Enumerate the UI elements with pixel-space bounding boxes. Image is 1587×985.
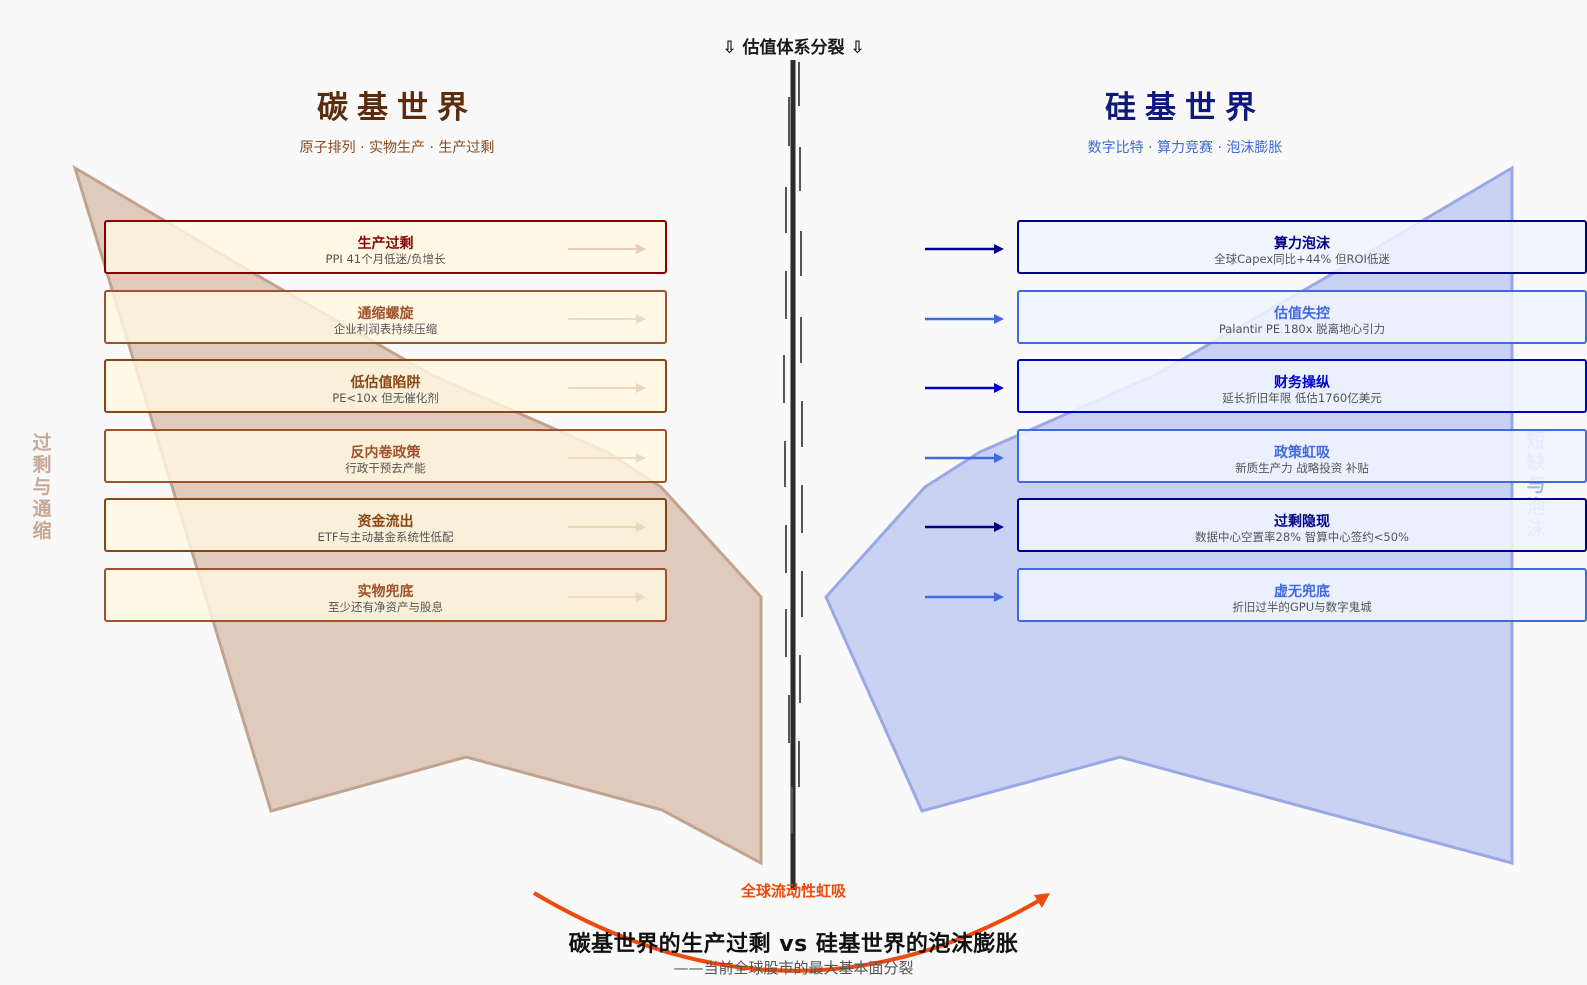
silicon-world-subtitle: 数字比特 · 算力竞赛 · 泡沫膨胀 xyxy=(1087,140,1283,156)
card-desc: 延长折旧年限 低估1760亿美元 xyxy=(1222,391,1382,405)
card-title: 政策虹吸 xyxy=(1274,445,1330,461)
card-title: 生产过剩 xyxy=(357,236,414,252)
carbon-side-label: 过剩与通缩 xyxy=(32,432,52,542)
carbon-card: 资金流出 ETF与主动基金系统性低配 xyxy=(104,498,667,552)
divider-label: ⇩ 估值体系分裂 ⇩ xyxy=(722,38,865,58)
card-title: 资金流出 xyxy=(357,514,414,530)
card-title: 过剩隐现 xyxy=(1274,514,1330,530)
arrow xyxy=(925,244,1004,254)
card-title: 虚无兜底 xyxy=(1274,584,1330,600)
main-subtitle: ——当前全球股市的最大基本面分裂 xyxy=(673,959,914,977)
card-desc: PE<10x 但无催化剂 xyxy=(332,391,439,405)
silicon-card: 政策虹吸 新质生产力 战略投资 补贴 xyxy=(1017,429,1587,483)
card-desc: 企业利润表持续压缩 xyxy=(333,322,438,336)
card-desc: 行政干预去产能 xyxy=(345,461,426,475)
card-desc: 新质生产力 战略投资 补贴 xyxy=(1235,461,1369,475)
main-title: 碳基世界的生产过剩 vs 硅基世界的泡沫膨胀 xyxy=(568,932,1019,957)
carbon-card: 生产过剩 PPI 41个月低迷/负增长 xyxy=(104,220,667,274)
card-desc: PPI 41个月低迷/负增长 xyxy=(325,252,446,266)
card-desc: Palantir PE 180x 脱离地心引力 xyxy=(1218,322,1386,336)
card-desc: 至少还有净资产与股息 xyxy=(328,600,443,614)
liquidity-flow-label: 全球流动性虹吸 xyxy=(740,882,846,900)
card-title: 估值失控 xyxy=(1274,306,1330,322)
carbon-card: 实物兜底 至少还有净资产与股息 xyxy=(104,568,667,622)
card-desc: 全球Capex同比+44% 但ROI低迷 xyxy=(1214,252,1390,266)
right-arrows xyxy=(925,244,1004,602)
card-desc: 折旧过半的GPU与数字鬼城 xyxy=(1232,600,1372,614)
silicon-card: 财务操纵 延长折旧年限 低估1760亿美元 xyxy=(1017,359,1587,413)
card-title: 通缩螺旋 xyxy=(357,306,414,322)
arrow xyxy=(925,453,1004,463)
carbon-card: 通缩螺旋 企业利润表持续压缩 xyxy=(104,290,667,344)
silicon-card: 虚无兜底 折旧过半的GPU与数字鬼城 xyxy=(1017,568,1587,622)
carbon-card: 反内卷政策 行政干预去产能 xyxy=(104,429,667,483)
liquidity-flow-arrow xyxy=(532,891,1050,973)
silicon-world-title: 硅基世界 xyxy=(1105,90,1265,126)
silicon-card: 算力泡沫 全球Capex同比+44% 但ROI低迷 xyxy=(1017,220,1587,274)
silicon-card: 过剩隐现 数据中心空置率28% 智算中心签约<50% xyxy=(1017,498,1587,552)
carbon-world-subtitle: 原子排列 · 实物生产 · 生产过剩 xyxy=(299,140,495,156)
arrow xyxy=(925,522,1004,532)
card-desc: ETF与主动基金系统性低配 xyxy=(317,530,454,544)
silicon-card: 估值失控 Palantir PE 180x 脱离地心引力 xyxy=(1017,290,1587,344)
arrow xyxy=(925,314,1004,324)
center-divider xyxy=(783,60,803,890)
arrow xyxy=(925,383,1004,393)
card-desc: 数据中心空置率28% 智算中心签约<50% xyxy=(1195,530,1409,544)
arrow xyxy=(925,592,1004,602)
carbon-world-title: 碳基世界 xyxy=(317,90,477,126)
card-title: 实物兜底 xyxy=(357,584,414,600)
card-title: 财务操纵 xyxy=(1274,375,1330,391)
card-title: 低估值陷阱 xyxy=(350,375,421,391)
carbon-card: 低估值陷阱 PE<10x 但无催化剂 xyxy=(104,359,667,413)
card-title: 算力泡沫 xyxy=(1274,236,1330,252)
card-title: 反内卷政策 xyxy=(350,445,421,461)
